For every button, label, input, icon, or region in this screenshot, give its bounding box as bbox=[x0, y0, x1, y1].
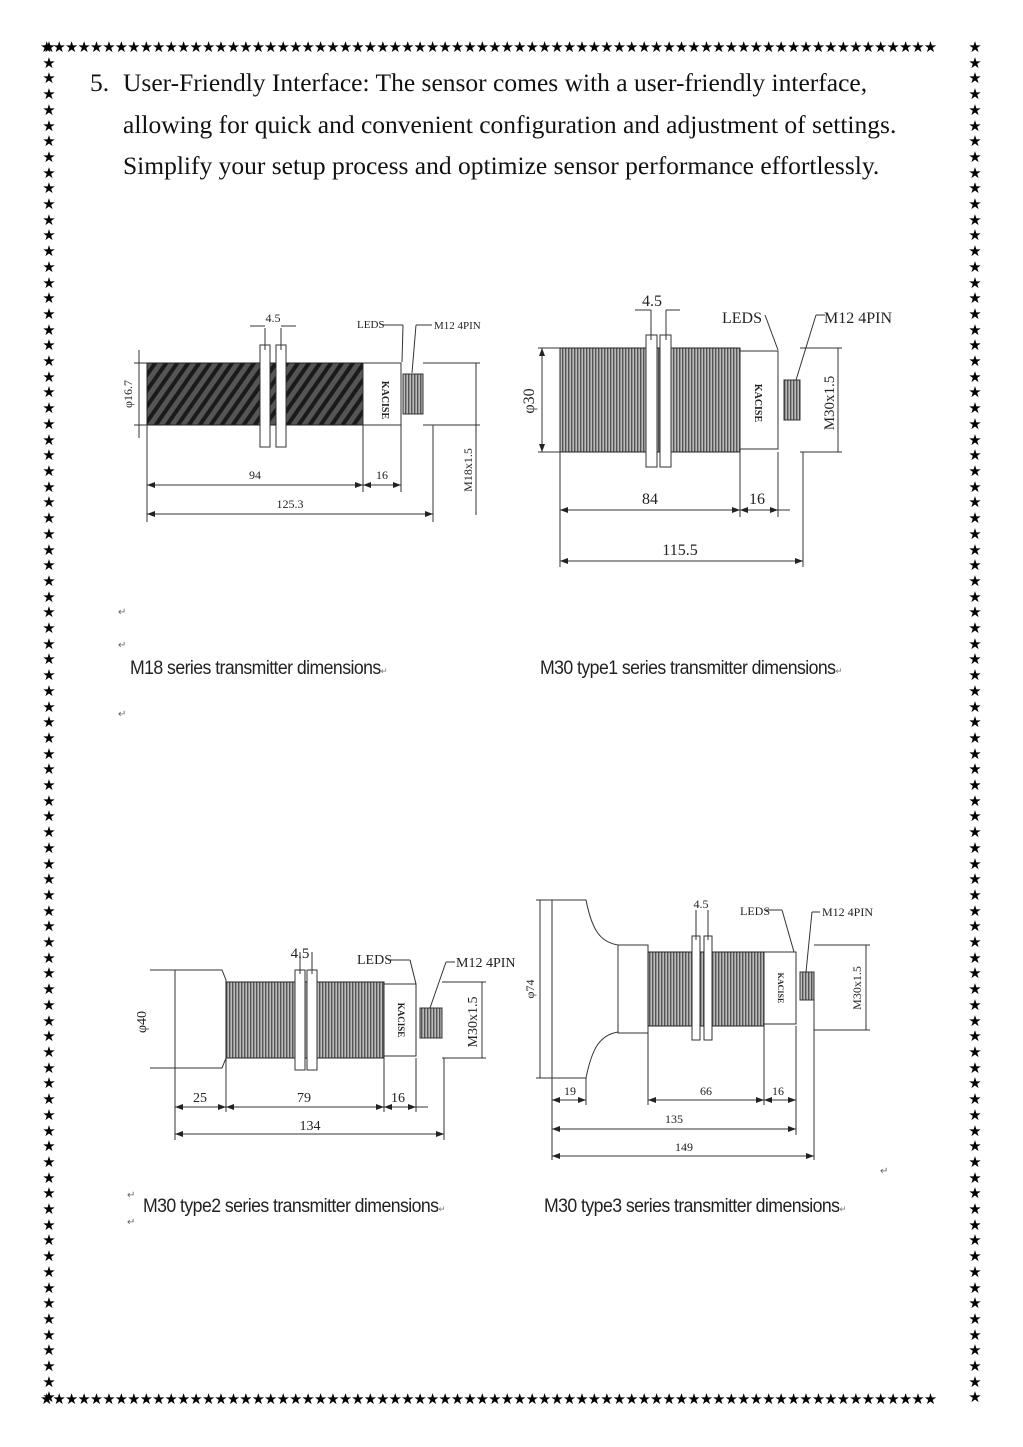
star-border-bottom: ★★★★★★★★★★★★★★★★★★★★★★★★★★★★★★★★★★★★★★★★… bbox=[40, 1390, 937, 1408]
figure-m18-dimensions: KACISE 4.5 LEDS M12 4PIN φ16.7 M18x1.5 9… bbox=[121, 311, 481, 522]
dim-diameter: φ16.7 bbox=[121, 380, 135, 408]
dim-total-a: 135 bbox=[665, 1112, 683, 1126]
list-item-5: 5. User-Friendly Interface: The sensor c… bbox=[90, 62, 960, 187]
dim-cap: 16 bbox=[749, 491, 765, 508]
dim-nut: 4.5 bbox=[266, 311, 281, 325]
dim-body: 94 bbox=[249, 468, 261, 482]
connector-label: M12 4PIN bbox=[824, 310, 892, 327]
dim-cap: 16 bbox=[376, 468, 388, 482]
dim-nut: 4.5 bbox=[694, 897, 709, 911]
caption-m30-type2: M30 type2 series transmitter dimensions↵ bbox=[143, 1196, 445, 1217]
star-border-top: ★★★★★★★★★★★★★★★★★★★★★★★★★★★★★★★★★★★★★★★★… bbox=[40, 38, 937, 56]
dim-body: 66 bbox=[700, 1084, 712, 1098]
return-mark: ↵ bbox=[880, 1166, 889, 1177]
connector-label: M12 4PIN bbox=[822, 905, 873, 919]
paragraph-text: User-Friendly Interface: The sensor come… bbox=[123, 68, 897, 180]
return-mark: ↵ bbox=[127, 1190, 136, 1201]
brand-label: KACISE bbox=[379, 381, 390, 420]
dim-horn: 25 bbox=[193, 1091, 207, 1106]
figure-m30-type3-dimensions: KACISE 4.5 LEDS M12 4PIN φ74 M30x1.5 19 … bbox=[523, 897, 873, 1160]
dim-cap: 16 bbox=[391, 1091, 405, 1106]
return-mark: ↵ bbox=[118, 709, 127, 720]
leds-label: LEDS bbox=[357, 953, 392, 968]
star-border-right: ★★★★★★★★★★★★★★★★★★★★★★★★★★★★★★★★★★★★★★★★… bbox=[968, 40, 982, 1406]
dim-diameter: φ40 bbox=[135, 1011, 150, 1033]
caption-m30-type1: M30 type1 series transmitter dimensions↵ bbox=[540, 658, 842, 679]
leds-label: LEDS bbox=[357, 319, 385, 331]
dim-nut: 4.5 bbox=[642, 293, 662, 310]
dim-cap: 16 bbox=[772, 1084, 784, 1098]
brand-label: KACISE bbox=[396, 1003, 406, 1038]
return-mark: ↵ bbox=[127, 1217, 136, 1228]
dim-body: 79 bbox=[297, 1091, 311, 1106]
brand-label: KACISE bbox=[752, 384, 763, 423]
brand-label: KACISE bbox=[776, 973, 785, 1004]
dim-thread: M18x1.5 bbox=[461, 448, 475, 492]
dim-diameter: φ30 bbox=[521, 388, 538, 413]
figure-m30-type1-dimensions: KACISE 4.5 LEDS M12 4PIN φ30 M30x1.5 84 … bbox=[521, 293, 892, 567]
dim-flange: 19 bbox=[564, 1084, 576, 1098]
dim-nut: 4.5 bbox=[291, 946, 310, 962]
leds-label: LEDS bbox=[722, 310, 762, 327]
dim-total: 125.3 bbox=[277, 497, 304, 511]
dim-diameter: φ74 bbox=[523, 980, 537, 999]
list-number: 5. bbox=[90, 68, 110, 97]
return-mark: ↵ bbox=[118, 607, 127, 618]
connector-label: M12 4PIN bbox=[456, 956, 516, 971]
caption-m18: M18 series transmitter dimensions↵ bbox=[130, 658, 388, 679]
dim-total-b: 149 bbox=[675, 1140, 693, 1154]
return-mark: ↵ bbox=[118, 640, 127, 651]
dim-body: 84 bbox=[642, 491, 658, 508]
dim-total: 115.5 bbox=[662, 542, 697, 559]
figure-m30-type2-dimensions: KACISE 4.5 LEDS M12 4PIN φ40 M30x1.5 25 … bbox=[135, 946, 516, 1140]
dim-total: 134 bbox=[300, 1119, 321, 1134]
caption-m30-type3: M30 type3 series transmitter dimensions↵ bbox=[544, 1196, 846, 1217]
connector-label: M12 4PIN bbox=[434, 320, 481, 332]
leds-label: LEDS bbox=[740, 904, 770, 918]
dim-thread: M30x1.5 bbox=[850, 966, 864, 1010]
star-border-left: ★★★★★★★★★★★★★★★★★★★★★★★★★★★★★★★★★★★★★★★★… bbox=[42, 40, 56, 1406]
dim-thread: M30x1.5 bbox=[822, 376, 838, 431]
dim-thread: M30x1.5 bbox=[466, 997, 481, 1048]
